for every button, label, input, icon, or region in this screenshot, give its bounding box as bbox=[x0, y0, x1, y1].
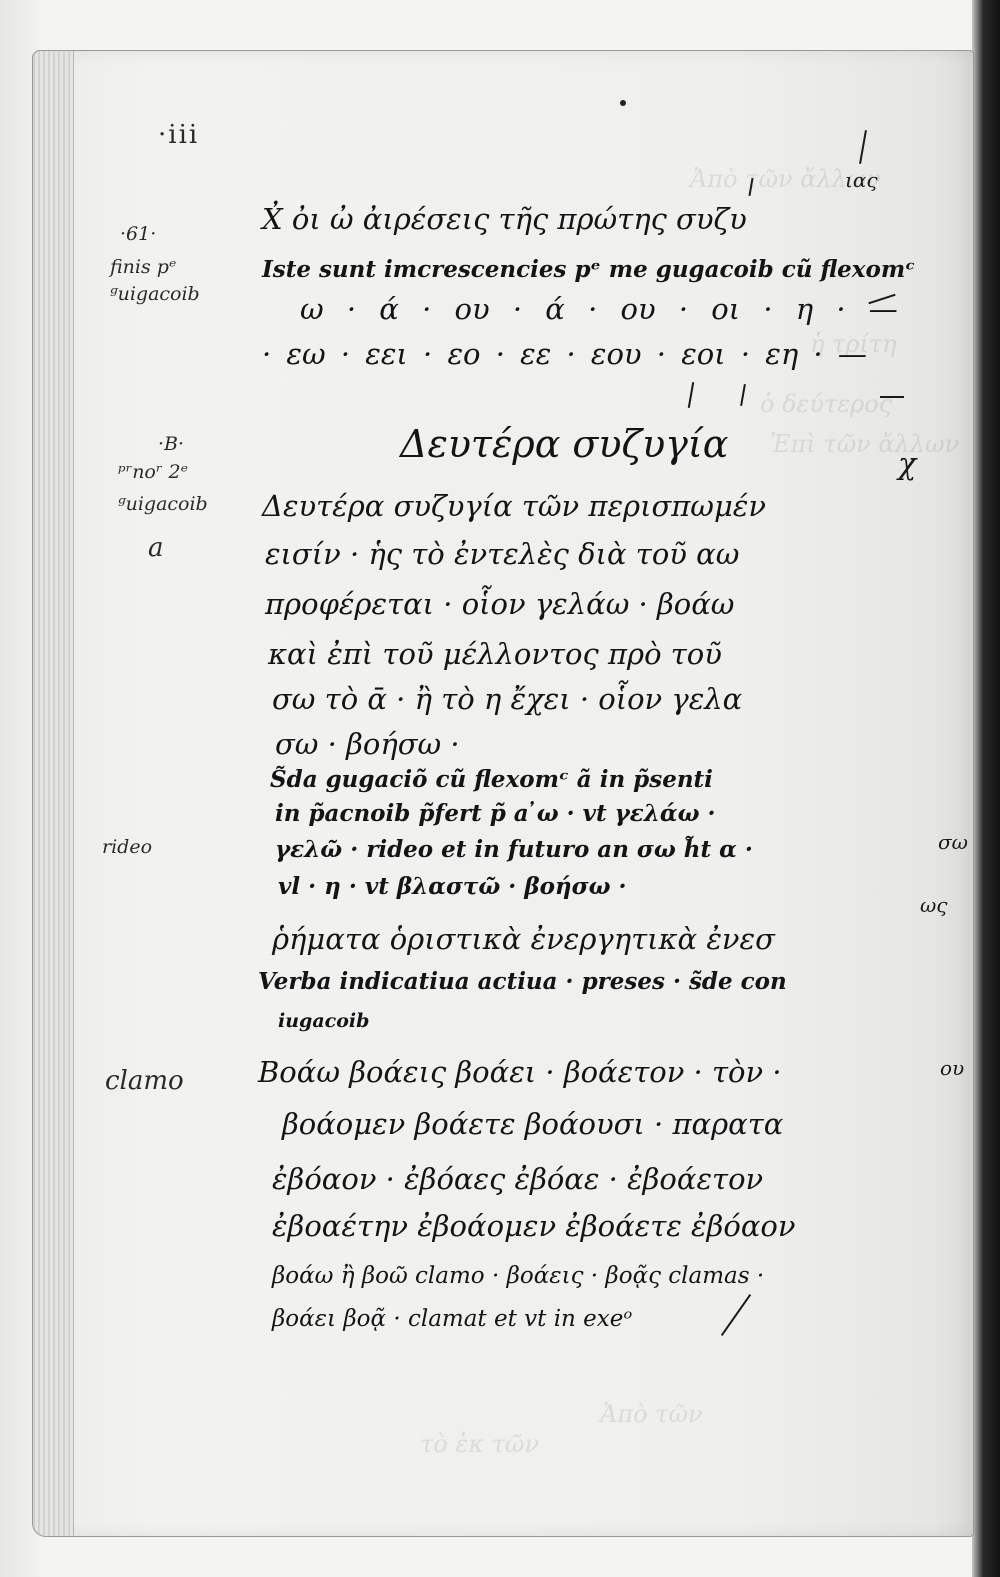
text-line: X̓ ὀι ὠ ἀιρέσεις τῆς πρώτης συζυ bbox=[262, 202, 747, 236]
text-line: Δευτέρα συζυγία τῶν περισπωμέν bbox=[262, 489, 766, 523]
book-spine bbox=[972, 0, 1000, 1577]
margin-note: clamo bbox=[105, 1066, 184, 1096]
show-through-text: Ἀπὸ τῶν bbox=[600, 1400, 703, 1428]
interlinear-note: χ bbox=[898, 447, 917, 482]
text-line: · εω · εει · εο · εε · εου · εοι · εη · … bbox=[262, 337, 867, 371]
margin-note: ᵖʳnoʳ 2ᵉ bbox=[118, 461, 188, 483]
ink-dot bbox=[620, 100, 626, 106]
text-line: Iste sunt imcrescencies pᵉ me gugacoib c… bbox=[262, 256, 916, 283]
text-line: ω · ά · ου · ά · ου · οι · η · — bbox=[300, 292, 898, 326]
text-line: ῥήματα ὁριστικὰ ἐνεργητικὰ ἐνεσ bbox=[272, 922, 775, 956]
text-line: ἐβόαον · ἐβόαες ἐβόαε · ἐβοάετον bbox=[272, 1162, 764, 1196]
ink-stroke bbox=[880, 396, 904, 398]
manuscript-page bbox=[32, 50, 974, 1537]
interlinear-note: σω bbox=[938, 830, 968, 854]
text-line: γελῶ · rideo et in futuro an σω h̃t α · bbox=[275, 836, 753, 863]
show-through-text: τὸ ἐκ τῶν bbox=[420, 1430, 540, 1458]
interlinear-note: ως bbox=[920, 893, 948, 917]
text-line: Verba indicatiua actiua · preses · s̃de … bbox=[258, 968, 787, 995]
margin-note: rideo bbox=[102, 836, 153, 858]
text-line: βοάω ἢ βοῶ clamo · βοάεις · βοᾷς clamas … bbox=[272, 1263, 765, 1289]
margin-note: finis pᵉ bbox=[110, 256, 177, 278]
text-line: Βοάω βοάεις βοάει · βοάετον · τὸν · bbox=[258, 1055, 782, 1089]
show-through-text: ὁ δεύτερος bbox=[760, 390, 893, 418]
text-line: σω · βοήσω · bbox=[275, 727, 460, 761]
page-edges bbox=[33, 51, 74, 1536]
margin-note: ·B· bbox=[158, 433, 185, 455]
text-line: εισίν · ἡς τὸ ἐντελὲς διὰ τοῦ αω bbox=[265, 537, 740, 571]
section-heading: Δευτέρα συζυγία bbox=[400, 422, 729, 466]
interlinear-note: ιας bbox=[845, 168, 878, 192]
folio-number: ·iii bbox=[158, 120, 200, 150]
text-line: ἐβοαέτην ἐβοάομεν ἐβοάετε ἐβόαον bbox=[272, 1209, 796, 1243]
text-line: in p̃acnoib p̃fert p̃ a ̓ω · vt γελάω · bbox=[275, 800, 716, 827]
text-line: βοάει βοᾷ · clamat et vt in exeᵒ bbox=[272, 1306, 633, 1332]
margin-note: ᵍuigacoib bbox=[110, 283, 200, 305]
margin-note: ·61· bbox=[120, 223, 157, 245]
text-line: vl · η · vt βλαστῶ · βοήσω · bbox=[278, 873, 627, 900]
margin-note: a bbox=[148, 533, 164, 563]
show-through-text: ἡ τρίτη bbox=[810, 330, 897, 358]
show-through-text: Ἐπὶ τῶν ἄλλων bbox=[770, 430, 960, 458]
text-line: προφέρεται · οἷον γελάω · βοάω bbox=[265, 587, 735, 621]
show-through-text: Ἀπὸ τῶν ἄλλων bbox=[690, 165, 882, 193]
text-line: iugacoib bbox=[278, 1010, 370, 1032]
text-line: βοάομεν βοάετε βοάουσι · παρατα bbox=[282, 1107, 784, 1141]
text-line: σω τὸ ᾱ · ἢ τὸ η ἔχει · οἷον γελα bbox=[272, 682, 743, 716]
text-line: καὶ ἐπὶ τοῦ μέλλοντος πρὸ τοῦ bbox=[268, 637, 722, 671]
interlinear-note: ου bbox=[940, 1056, 965, 1080]
text-line: S̃da gugaciõ cũ flexomᶜ ã in p̃senti bbox=[270, 766, 713, 793]
margin-note: ᵍuigacoib bbox=[118, 493, 208, 515]
